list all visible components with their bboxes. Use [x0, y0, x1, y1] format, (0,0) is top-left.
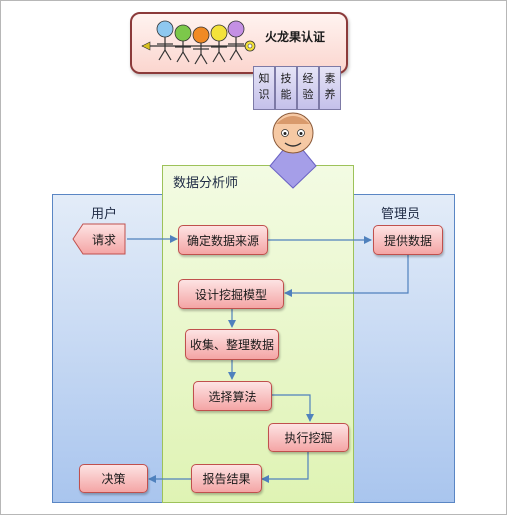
step-provide-data[interactable]: 提供数据 — [373, 225, 443, 255]
step-design-model[interactable]: 设计挖掘模型 — [178, 279, 284, 309]
step-collect-data[interactable]: 收集、整理数据 — [185, 329, 279, 360]
step-determine-source[interactable]: 确定数据来源 — [178, 225, 268, 255]
tab-experience: 经验 — [297, 66, 319, 110]
step-decision[interactable]: 决策 — [79, 464, 148, 493]
tab-char: 知 — [258, 72, 270, 85]
lane-admin-title: 管理员 — [381, 207, 421, 222]
arrow-execute-to-report — [261, 452, 309, 483]
tab-char: 识 — [258, 88, 270, 101]
step-request[interactable]: 请求 — [91, 232, 116, 247]
lane-user-title: 用户 — [91, 207, 118, 222]
lane-analyst-title: 数据分析师 — [173, 176, 239, 191]
tab-char: 素 — [324, 72, 336, 85]
step-report-result[interactable]: 报告结果 — [191, 464, 262, 493]
tab-char: 验 — [302, 88, 314, 101]
tab-char: 能 — [280, 88, 292, 101]
tab-char: 经 — [302, 72, 314, 85]
step-execute-mining[interactable]: 执行挖掘 — [268, 423, 349, 452]
arrow-provide-to-design — [284, 255, 409, 297]
brand-title: 火龙果认证 — [265, 30, 326, 44]
tab-char: 技 — [280, 72, 292, 85]
step-choose-algorithm[interactable]: 选择算法 — [193, 381, 272, 411]
tab-skill: 技能 — [275, 66, 297, 110]
tab-quality: 素养 — [319, 66, 341, 110]
tab-char: 养 — [324, 88, 336, 101]
arrow-algorithm-to-execute — [272, 394, 314, 422]
tab-knowledge: 知识 — [253, 66, 275, 110]
